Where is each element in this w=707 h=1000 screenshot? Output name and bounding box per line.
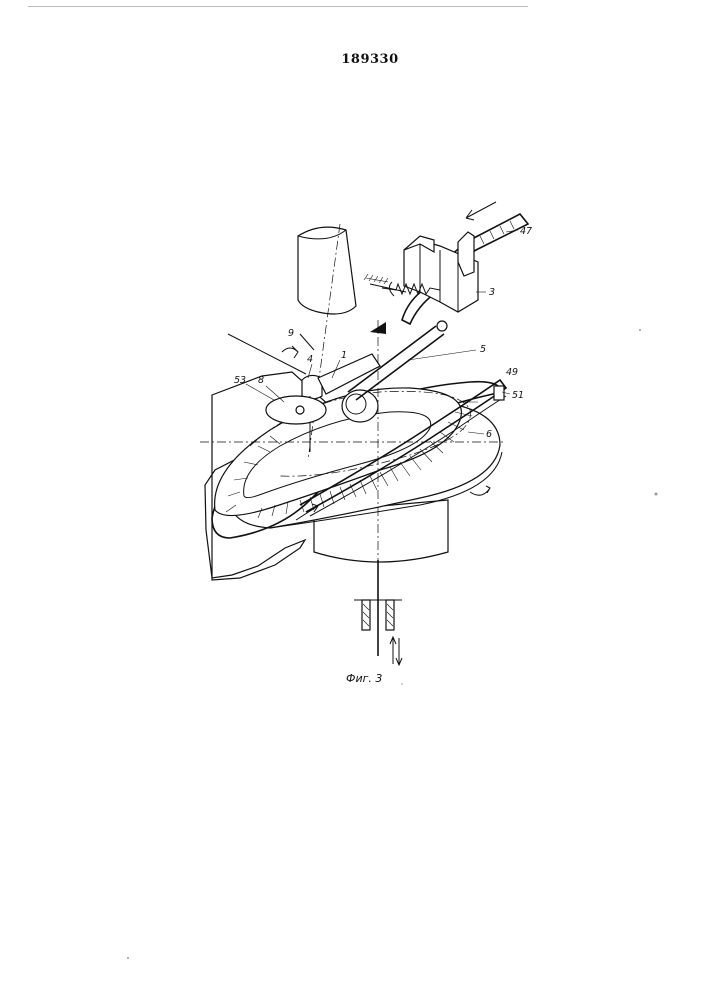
- speck: [127, 957, 129, 959]
- label-3: 3: [489, 287, 495, 298]
- label-9: 9: [288, 328, 294, 339]
- tool-cylinder: [298, 227, 356, 314]
- leader-line-left: [228, 334, 306, 374]
- label-49: 49: [506, 367, 518, 378]
- speck: [401, 683, 403, 685]
- label-6: 6: [486, 429, 492, 440]
- leader-9: [300, 334, 314, 350]
- speck: [655, 493, 658, 496]
- feed-arrow: [466, 202, 496, 220]
- label-1: 1: [341, 350, 347, 361]
- label-47: 47: [520, 226, 532, 237]
- vertical-motion-arrows: [390, 637, 402, 665]
- speck: [639, 329, 641, 331]
- label-8: 8: [258, 375, 264, 386]
- spring-rod: [370, 284, 406, 292]
- figure-caption: Фиг. 3: [346, 672, 382, 685]
- label-51: 51: [512, 390, 524, 401]
- roller-arm-pivot: [437, 321, 447, 331]
- label-53: 53: [234, 375, 246, 386]
- label-4: 4: [307, 354, 313, 365]
- rotation-arrow-head: [282, 346, 298, 358]
- label-5: 5: [480, 344, 486, 355]
- strip-end-block: [494, 386, 504, 400]
- disc-8-center: [296, 406, 304, 414]
- fixed-anchor: [364, 274, 388, 284]
